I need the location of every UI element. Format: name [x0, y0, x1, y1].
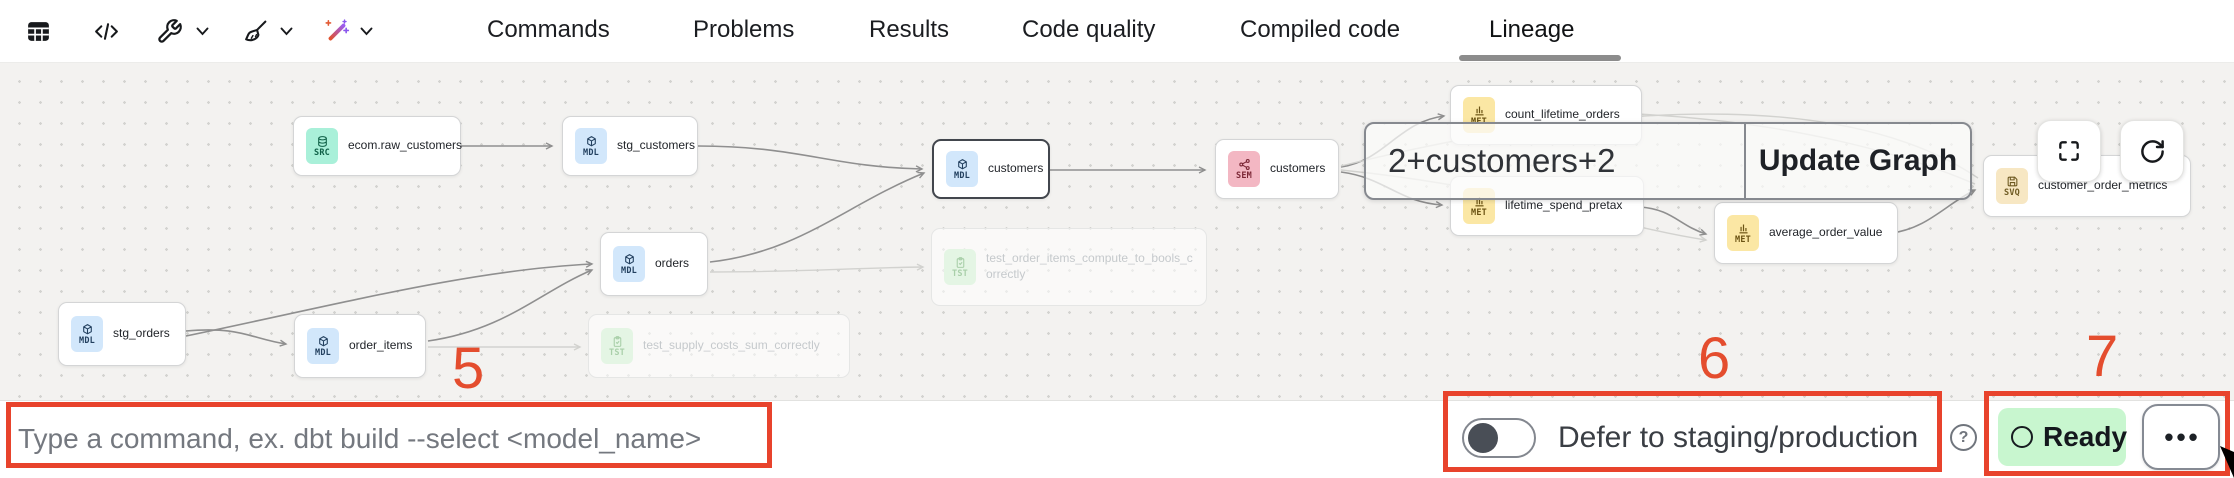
code-editor-button[interactable] [92, 17, 120, 45]
active-tab-underline [1459, 55, 1621, 61]
lineage-node-stg-orders[interactable]: MDL stg_orders [58, 302, 186, 366]
semantic-badge: SEM [1228, 151, 1260, 187]
model-badge: MDL [307, 328, 339, 364]
defer-toggle-label: Defer to staging/production [1558, 421, 1919, 454]
model-badge: MDL [946, 151, 978, 187]
lineage-selector: 2+customers+2 Update Graph [1364, 122, 1972, 200]
refresh-button[interactable] [2120, 120, 2184, 182]
chevron-down-icon[interactable] [280, 27, 293, 36]
table-icon [27, 21, 49, 41]
status-label: Ready [2043, 421, 2128, 452]
magic-wand-icon [325, 19, 350, 41]
clipboard-check-icon [611, 335, 624, 348]
saved-query-badge: SVQ [1996, 168, 2028, 204]
model-badge: MDL [613, 246, 645, 282]
share-nodes-icon [1238, 158, 1251, 171]
wrench-icon [157, 18, 182, 43]
tab-bar: Commands Problems Results Code quality C… [0, 0, 2234, 63]
lineage-node-customers-semantic[interactable]: SEM customers [1215, 139, 1339, 199]
lineage-node-raw-customers[interactable]: SRC ecom.raw_customers [293, 116, 462, 176]
tab-problems[interactable]: Problems [693, 16, 795, 43]
status-circle-icon [2011, 426, 2033, 448]
lineage-node-customers-model[interactable]: MDL customers [932, 139, 1050, 199]
broom-icon [244, 20, 266, 41]
tab-results[interactable]: Results [869, 16, 950, 43]
command-bar: Defer to staging/production ? Ready ••• [0, 400, 2234, 478]
cube-icon [956, 158, 969, 171]
metric-badge: MET [1727, 215, 1759, 251]
tab-lineage[interactable]: Lineage [1489, 16, 1575, 43]
database-icon [316, 135, 329, 148]
help-icon[interactable]: ? [1950, 424, 1977, 451]
toggle-knob [1468, 423, 1498, 453]
bar-chart-icon [1473, 104, 1486, 117]
tab-commands[interactable]: Commands [487, 16, 610, 43]
code-icon [94, 22, 118, 40]
lineage-node-orders[interactable]: MDL orders [600, 232, 708, 296]
cube-icon [585, 135, 598, 148]
model-badge: MDL [71, 316, 103, 352]
lineage-node-stg-customers[interactable]: MDL stg_customers [562, 116, 698, 176]
update-graph-button[interactable]: Update Graph [1744, 124, 1970, 198]
refresh-icon [2140, 139, 2164, 163]
cube-icon [317, 335, 330, 348]
tab-code-quality[interactable]: Code quality [1022, 16, 1156, 43]
build-tools-button[interactable] [155, 17, 183, 45]
lineage-node-test-supply-costs[interactable]: TST test_supply_costs_sum_correctly [588, 314, 850, 378]
cube-icon [81, 323, 94, 336]
tab-compiled-code[interactable]: Compiled code [1240, 16, 1401, 43]
lineage-node-order-items[interactable]: MDL order_items [294, 314, 426, 378]
ellipsis-icon: ••• [2164, 422, 2201, 452]
test-badge: TST [601, 328, 633, 364]
source-badge: SRC [306, 128, 338, 164]
cleanup-tools-button[interactable] [241, 17, 269, 45]
bar-chart-icon [1737, 222, 1750, 235]
save-icon [2006, 175, 2019, 188]
ai-assist-button[interactable] [323, 17, 351, 45]
model-badge: MDL [575, 128, 607, 164]
table-view-button[interactable] [24, 17, 52, 45]
chevron-down-icon[interactable] [360, 27, 373, 36]
defer-toggle[interactable] [1462, 418, 1536, 458]
lineage-node-test-order-items[interactable]: TST test_order_items_compute_to_bools_co… [931, 228, 1207, 306]
test-badge: TST [944, 249, 976, 285]
status-badge[interactable]: Ready [1998, 408, 2128, 466]
lineage-node-average-order-value[interactable]: MET average_order_value [1714, 202, 1898, 264]
overflow-menu-button[interactable]: ••• [2142, 404, 2220, 470]
fullscreen-button[interactable] [2037, 120, 2101, 182]
clipboard-check-icon [954, 256, 967, 269]
command-input[interactable] [16, 409, 760, 469]
cube-icon [623, 253, 636, 266]
selector-query-input[interactable]: 2+customers+2 [1388, 142, 1616, 179]
chevron-down-icon[interactable] [196, 27, 209, 36]
fullscreen-icon [2059, 141, 2079, 161]
